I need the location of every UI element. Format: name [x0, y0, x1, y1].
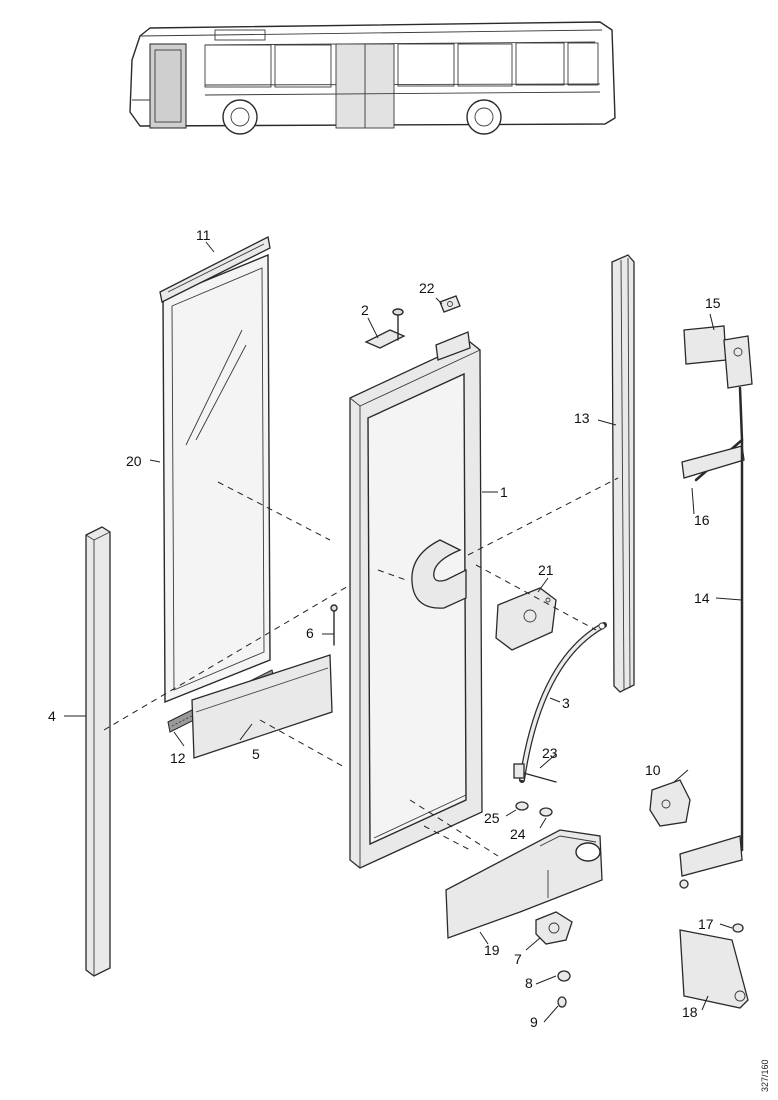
- part-label-14: 14: [694, 590, 710, 606]
- control-rod-assembly: [679, 325, 753, 889]
- glass-pane: [162, 253, 271, 704]
- lower-pivot: [535, 911, 573, 945]
- nut: [539, 807, 553, 817]
- part-label-10: 10: [645, 762, 661, 778]
- door-frame: [349, 341, 483, 869]
- callout-labels: 1 2 3 4 5 6 7 8 9 10 11 12 13 14 15 16 1…: [48, 227, 721, 1030]
- lower-screw: [557, 996, 567, 1008]
- bolt: [513, 763, 557, 783]
- part-label-11: 11: [196, 227, 211, 243]
- part-label-22: 22: [419, 280, 435, 296]
- part-label-16: 16: [694, 512, 710, 528]
- lower-bracket: [679, 923, 749, 1009]
- top-hinge-bracket: [435, 295, 471, 361]
- part-label-12: 12: [170, 750, 186, 766]
- part-label-3: 3: [562, 695, 570, 711]
- vertical-seal: [611, 254, 635, 693]
- part-label-24: 24: [510, 826, 526, 842]
- drawing-code: 327/160: [760, 1059, 770, 1092]
- part-label-17: 17: [698, 916, 714, 932]
- part-label-19: 19: [484, 942, 500, 958]
- washer: [515, 801, 529, 811]
- hinge-plate: [495, 587, 557, 651]
- top-pivot: [364, 308, 406, 349]
- part-label-8: 8: [525, 975, 533, 991]
- part-label-9: 9: [530, 1014, 538, 1030]
- part-label-25: 25: [484, 810, 500, 826]
- part-label-21: 21: [538, 562, 554, 578]
- top-seal-strip: [159, 236, 271, 303]
- part-label-15: 15: [705, 295, 721, 311]
- curved-arm: [519, 622, 607, 783]
- pin: [330, 604, 338, 646]
- part-label-6: 6: [306, 625, 314, 641]
- part-label-2: 2: [361, 302, 369, 318]
- part-label-5: 5: [252, 746, 260, 762]
- lower-washer: [557, 970, 571, 982]
- bus-overview-illustration: [129, 21, 616, 135]
- part-label-20: 20: [126, 453, 142, 469]
- actuator: [649, 779, 691, 827]
- vertical-post: [85, 526, 111, 977]
- part-label-18: 18: [682, 1004, 698, 1020]
- part-label-1: 1: [500, 484, 508, 500]
- leader-lines: [64, 241, 743, 1023]
- bottom-plate: [191, 654, 333, 759]
- part-label-7: 7: [514, 951, 522, 967]
- lower-arm-housing: [445, 829, 603, 939]
- part-label-23: 23: [542, 745, 558, 761]
- part-label-13: 13: [574, 410, 590, 426]
- part-label-4: 4: [48, 708, 56, 724]
- arm-bracket: [411, 539, 467, 609]
